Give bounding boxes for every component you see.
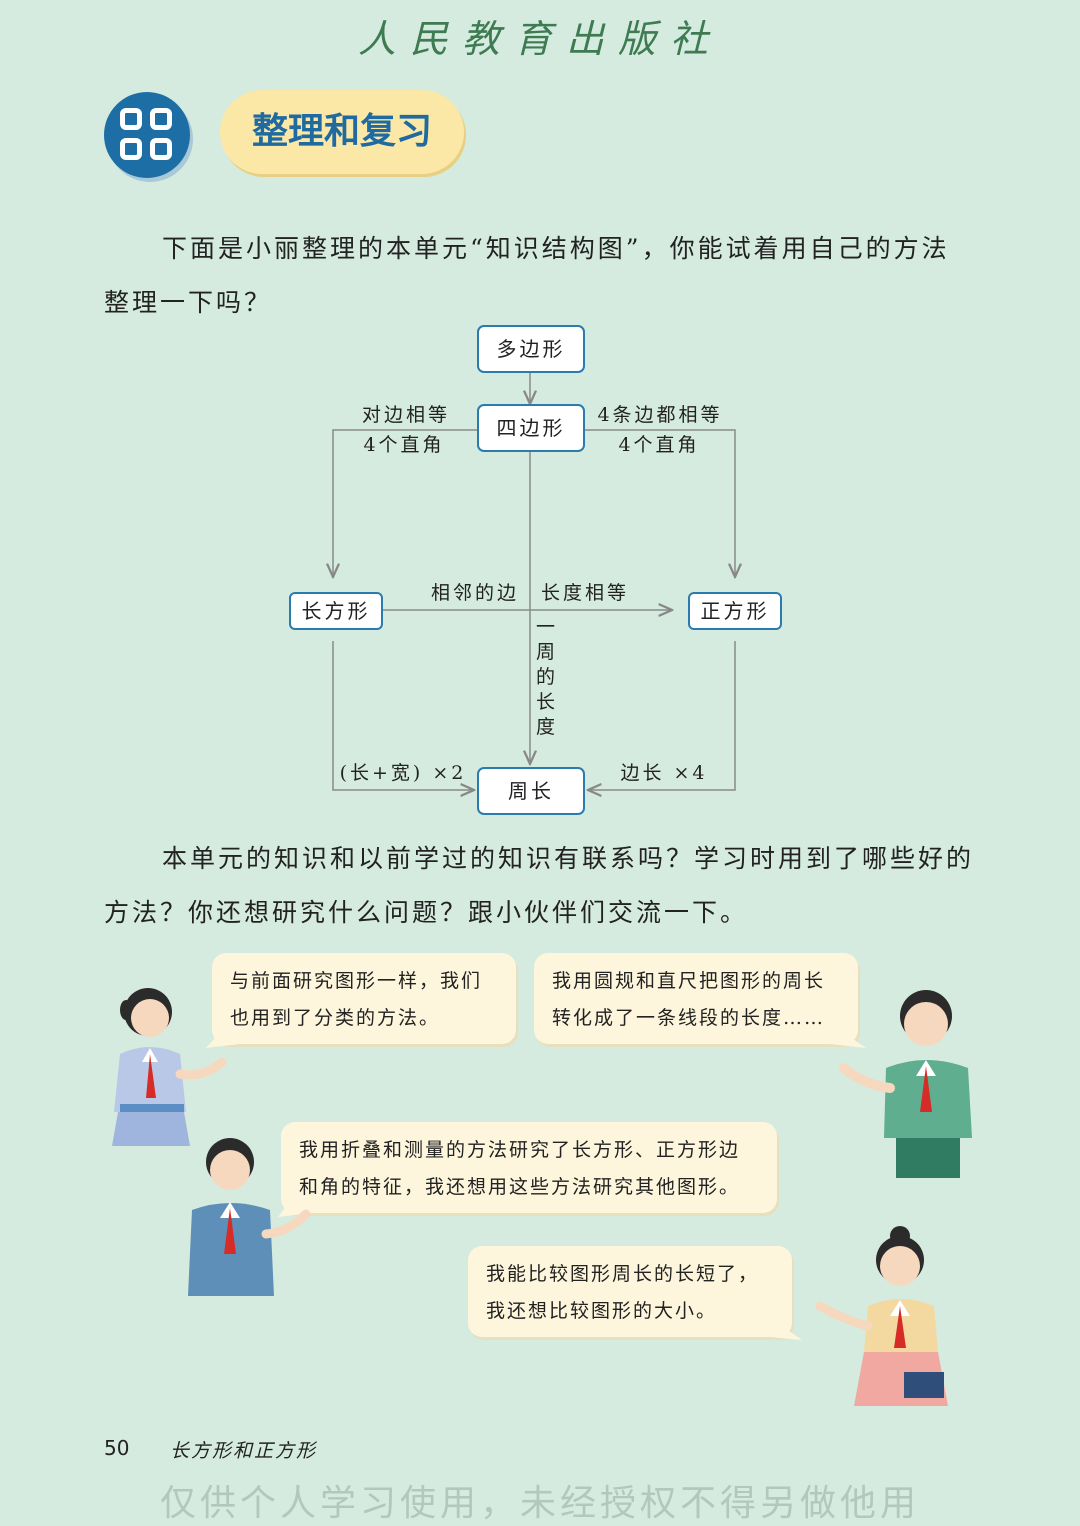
edge-label-equal-length: 长度相等 [541,582,629,604]
publisher-logo: 人民教育出版社 [357,17,722,61]
edge-label-perimeter-def-char: 的 [536,666,558,688]
node-square-box [688,592,782,630]
node-perimeter: 周长 [508,779,554,803]
bubble-line: 我用圆规和直尺把图形的周长 [552,970,826,992]
chapter-name: 长方形和正方形 [170,1440,318,1462]
page-number: 50 [104,1436,130,1460]
node-square: 正方形 [701,599,770,623]
bubble-line: 和角的特征，我还想用这些方法研究其他图形。 [299,1176,741,1198]
edge-label-rect-formula: (长+宽) ×2 [340,762,467,784]
speech-bubble: 我用圆规和直尺把图形的周长 转化成了一条线段的长度…… [534,953,858,1044]
bubble-line: 与前面研究图形一样，我们 [230,970,483,992]
boy-student-figure [839,990,972,1178]
boy-student-figure [188,1138,311,1296]
bubble-line: 我能比较图形周长的长短了， [486,1263,760,1285]
girl-student-figure [815,1226,948,1406]
edge-label-rect-cond-2: 4个直角 [363,434,444,456]
node-rectangle-box [289,592,383,630]
node-quadrilateral: 四边形 [497,416,566,440]
bubble-line: 我还想比较图形的大小。 [486,1300,718,1322]
node-polygon-box [477,325,585,373]
section-title: 整理和复习 [251,111,432,152]
edge-label-square-cond-2: 4个直角 [618,434,699,456]
speech-bubble: 我用折叠和测量的方法研究了长方形、正方形边 和角的特征，我还想用这些方法研究其他… [281,1122,777,1213]
edge-label-perimeter-def-char: 长 [536,691,558,713]
node-polygon: 多边形 [497,337,566,361]
edge-label-perimeter-def-char: 一 [536,616,558,638]
bubble-line: 转化成了一条线段的长度…… [552,1007,826,1029]
watermark-text: 仅供个人学习使用，未经授权不得另做他用 [159,1483,920,1524]
intro-paragraph: 下面是小丽整理的本单元“知识结构图”，你能试着用自己的方法整理一下吗？ [104,234,950,317]
edge-label-square-cond-1: 4条边都相等 [597,404,722,426]
edge-label-perimeter-def-char: 度 [536,716,558,738]
node-rectangle: 长方形 [302,599,371,623]
bubble-line: 我用折叠和测量的方法研究了长方形、正方形边 [299,1139,741,1161]
girl-student-figure [112,988,227,1146]
discussion-paragraph: 本单元的知识和以前学过的知识有联系吗？学习时用到了哪些好的方法？你还想研究什么问… [104,844,975,927]
speech-bubble: 我能比较图形周长的长短了， 我还想比较图形的大小。 [468,1246,792,1337]
edge-label-perimeter-def-char: 周 [536,641,558,663]
node-quadrilateral-box [477,404,585,452]
section-title-pill [220,90,464,174]
edge-label-rect-cond-1: 对边相等 [362,404,450,426]
bubble-line: 也用到了分类的方法。 [230,1007,441,1029]
edge-label-adjacent-sides: 相邻的边 [431,582,519,604]
node-perimeter-box [477,767,585,815]
edge-label-square-formula: 边长 ×4 [620,762,707,784]
four-squares-icon [104,92,190,178]
speech-bubble: 与前面研究图形一样，我们 也用到了分类的方法。 [212,953,516,1044]
